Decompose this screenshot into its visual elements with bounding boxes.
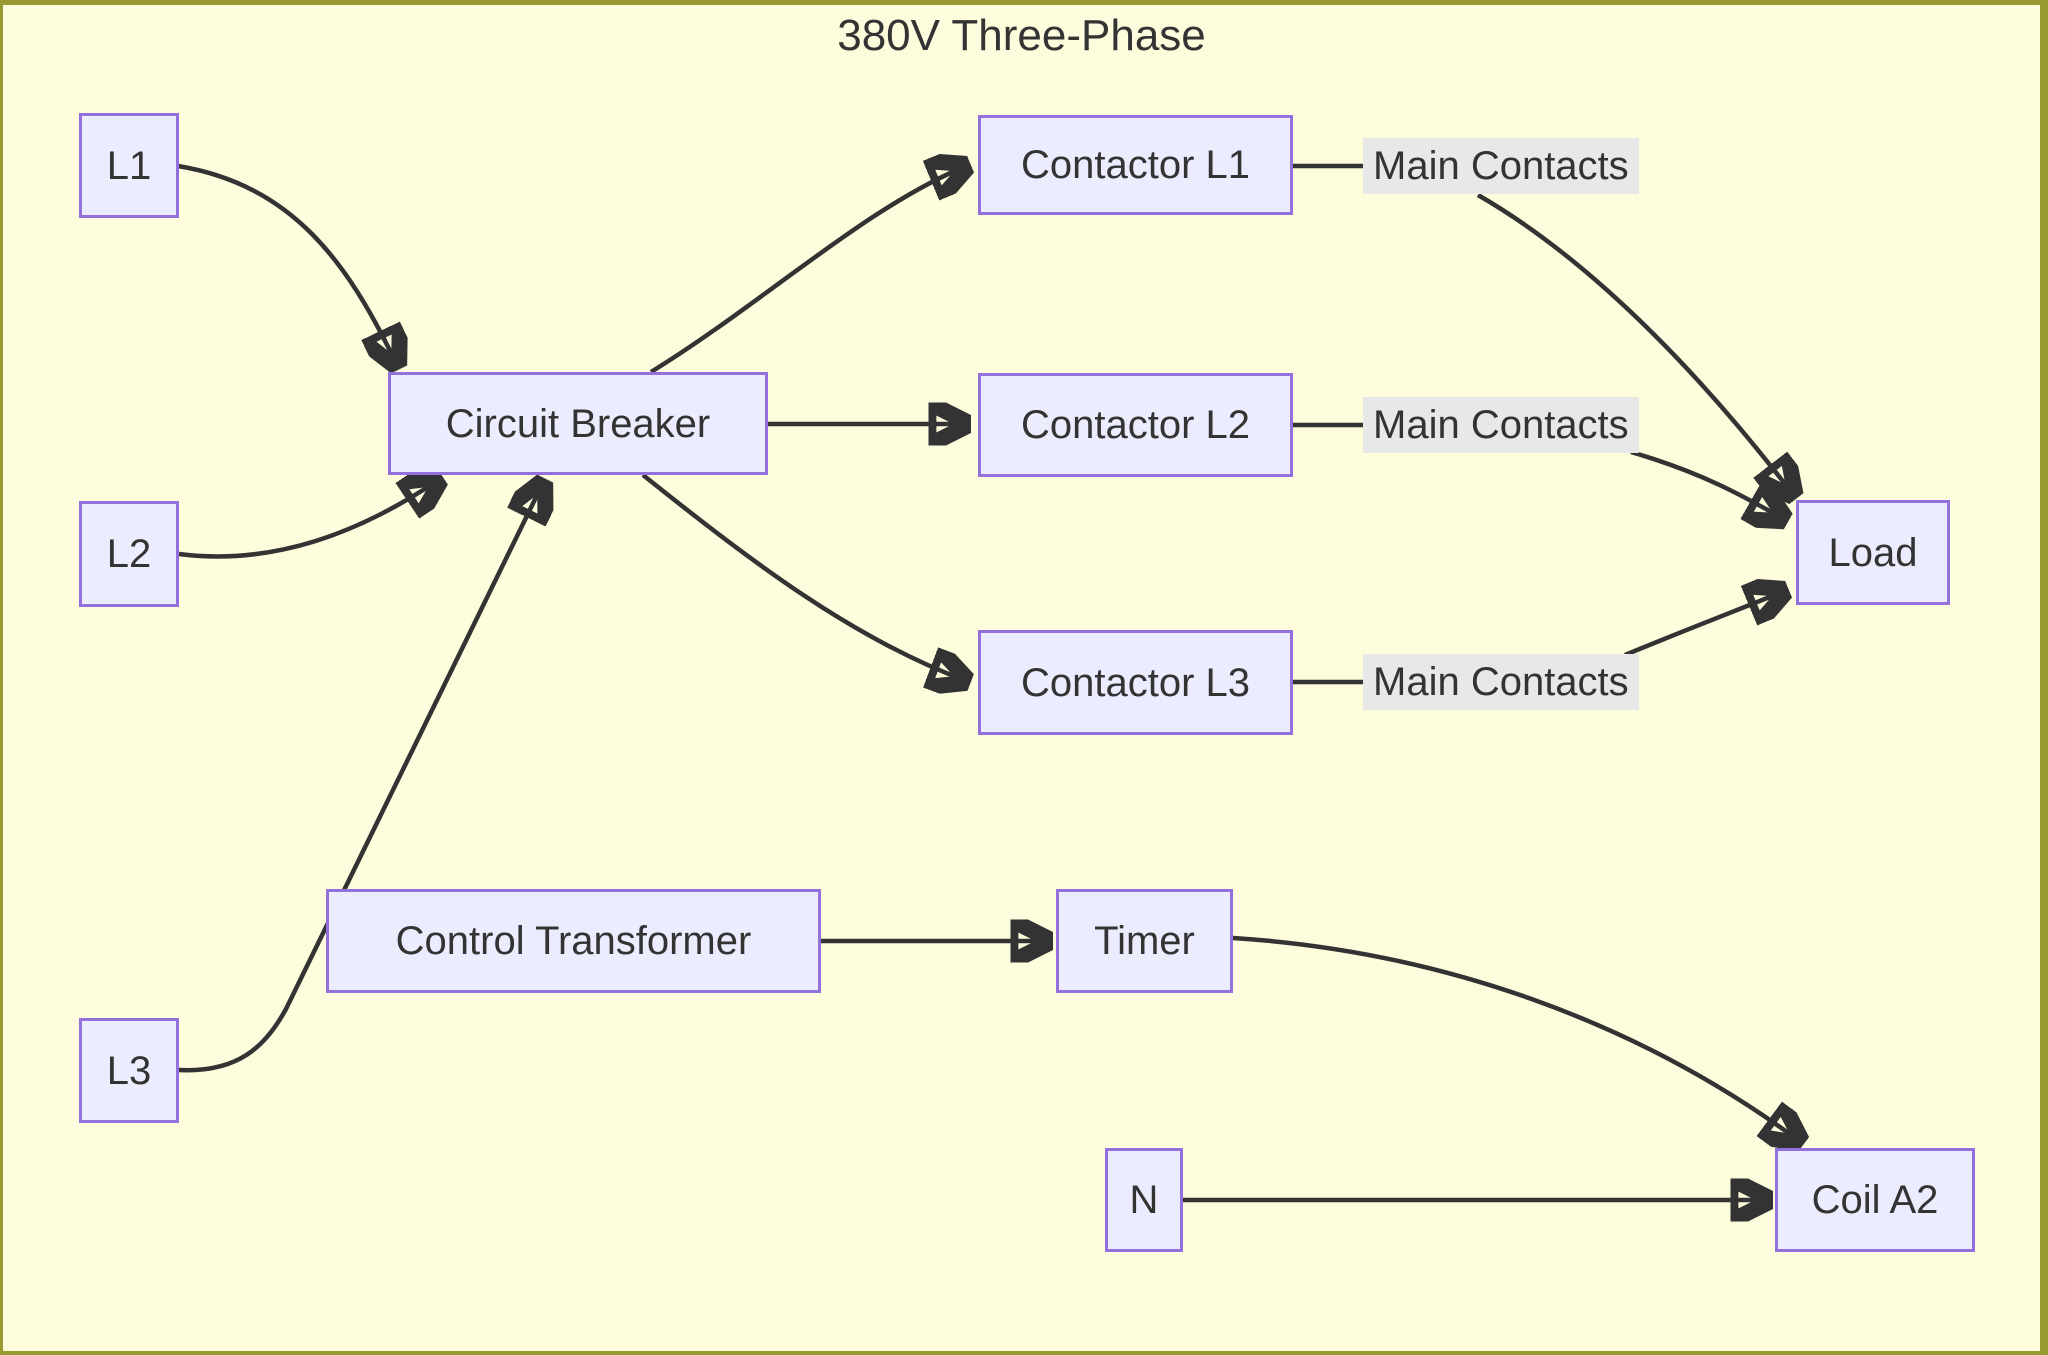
edges-layer [177,5,2048,1355]
node-n: N [1105,1148,1183,1252]
edge-circuit-breaker-to-contactor-l1 [649,167,964,374]
edge-timer-to-coil-a2 [1232,935,1798,1140]
edge-label-main-contacts-3: Main Contacts [1363,654,1639,710]
edge-circuit-breaker-to-contactor-l3 [641,473,964,680]
edge-label-main-contacts-1: Main Contacts [1363,138,1639,194]
edge-label-main-contacts-2: Main Contacts [1363,397,1639,453]
node-l3: L3 [79,1018,179,1123]
node-contactor-l1: Contactor L1 [978,115,1293,215]
node-timer: Timer [1056,889,1233,993]
node-l1: L1 [79,113,179,218]
edge-l2-to-circuit-breaker [178,481,437,559]
node-control-transformer: Control Transformer [326,889,821,993]
edge-label2-to-load [1630,449,1782,518]
diagram-title: 380V Three-Phase [837,11,1206,60]
edge-label3-to-load [1624,592,1782,658]
node-contactor-l3: Contactor L3 [978,630,1293,735]
edge-l3-to-circuit-breaker [177,485,542,1073]
edge-label1-to-load [1476,193,1792,493]
node-contactor-l2: Contactor L2 [978,373,1293,477]
node-l2: L2 [79,501,179,607]
node-coil-a2: Coil A2 [1775,1148,1975,1252]
node-circuit-breaker: Circuit Breaker [388,372,768,475]
edge-l1-to-circuit-breaker [177,163,396,363]
node-load: Load [1796,500,1950,605]
